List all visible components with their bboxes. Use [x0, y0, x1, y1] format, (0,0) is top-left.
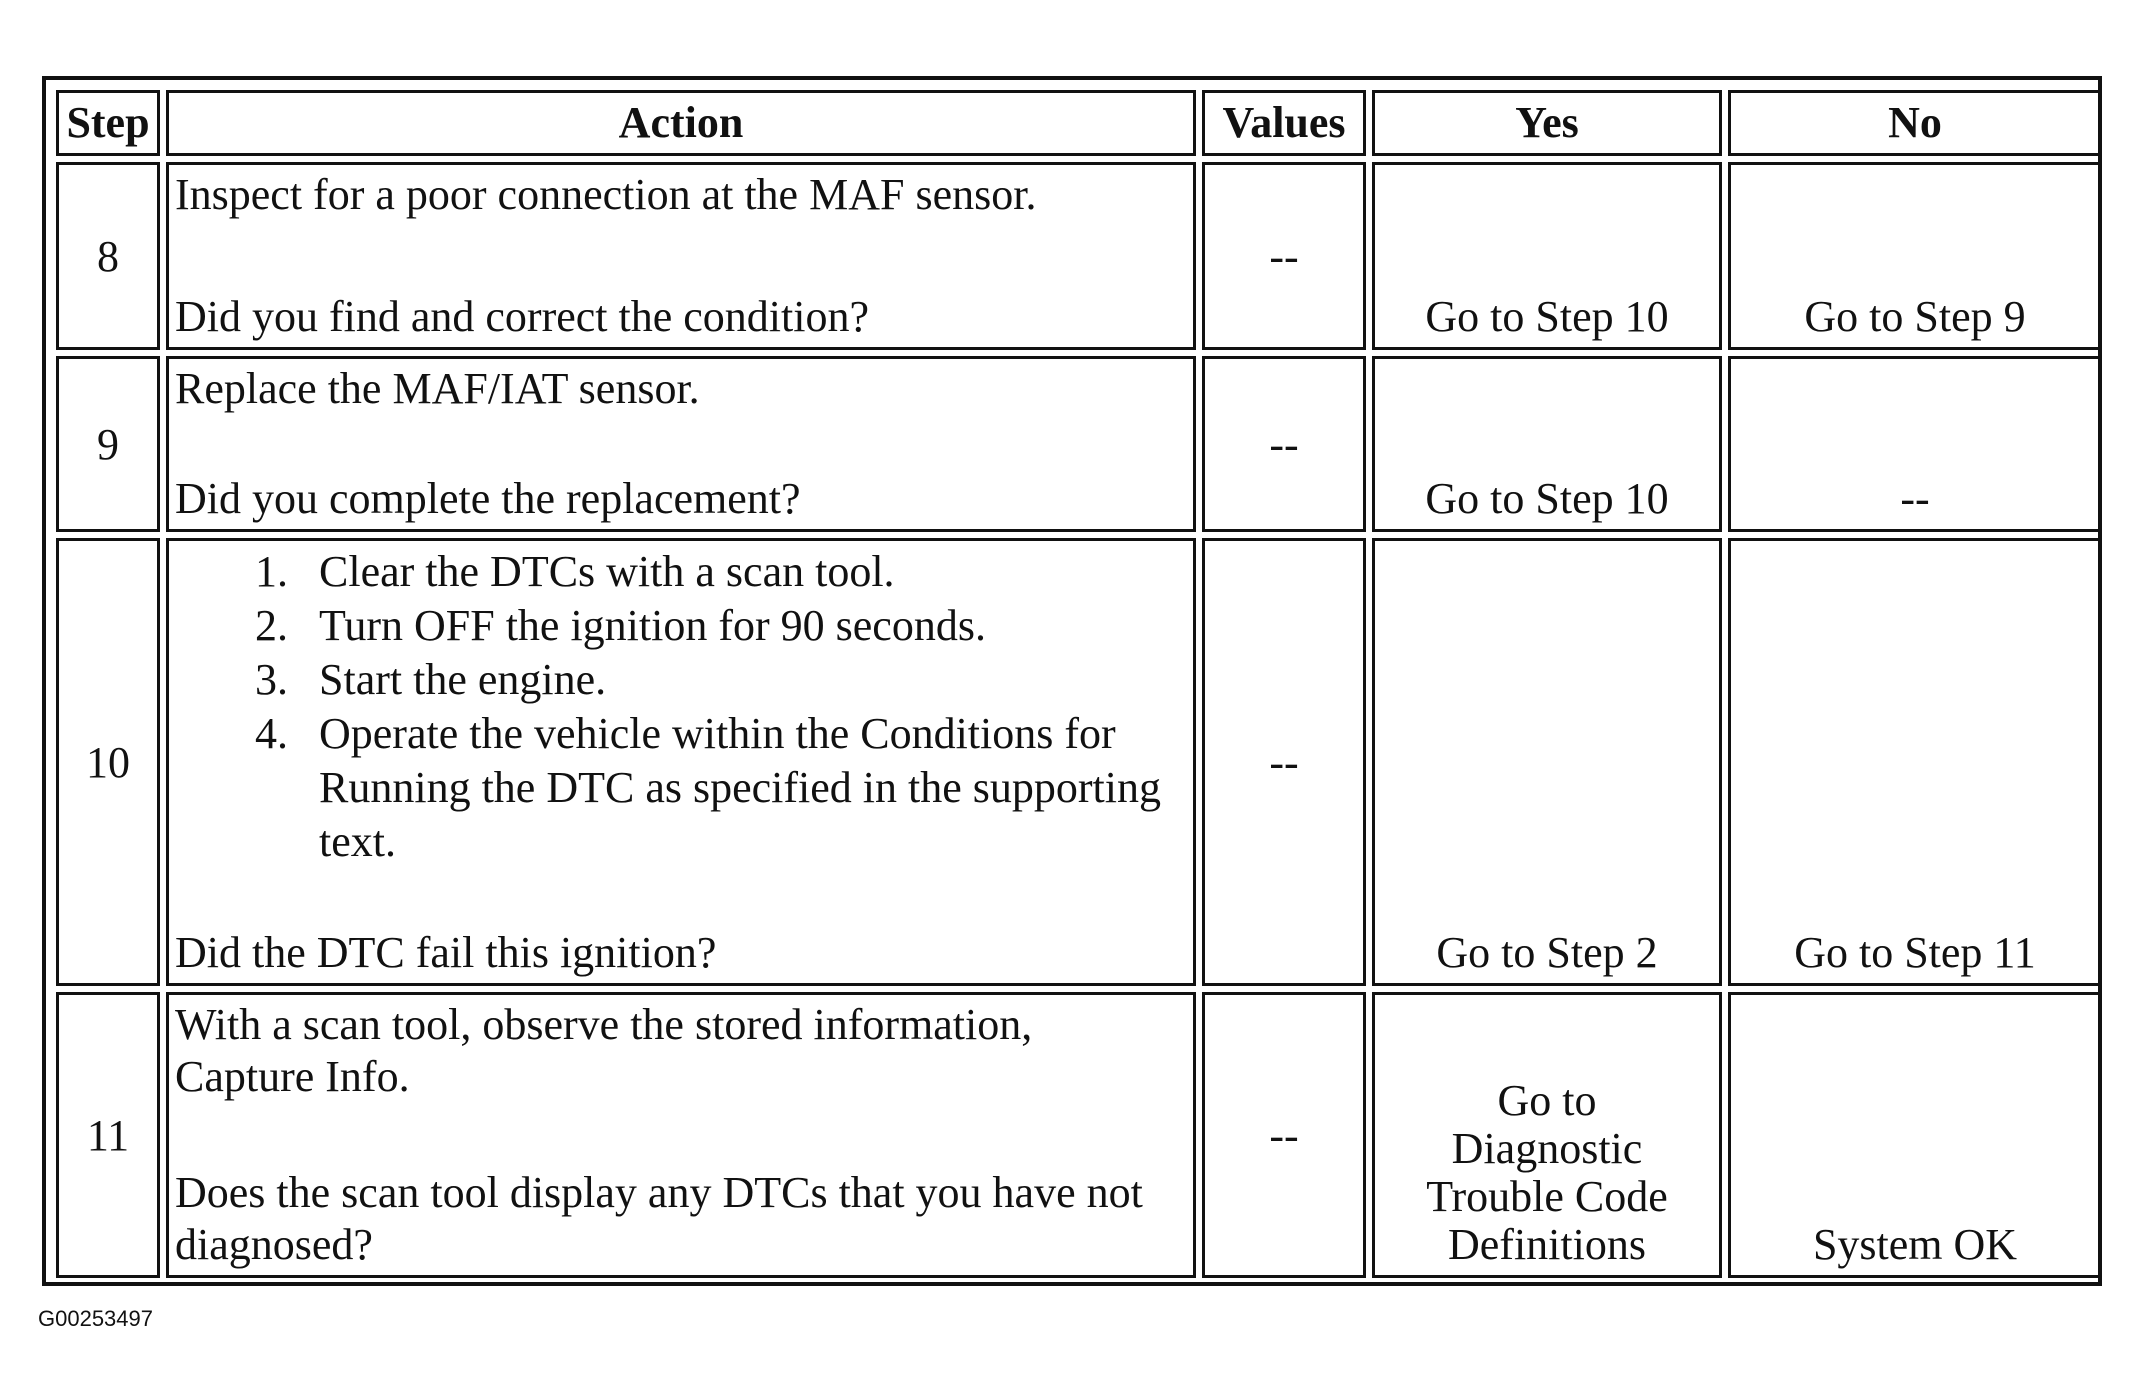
no-cell: -- [1728, 356, 2102, 532]
action-question: Did the DTC fail this ignition? [175, 928, 717, 977]
table-header-row: Step Action Values Yes No [56, 90, 2102, 156]
action-step-list: Clear the DTCs with a scan tool. Turn OF… [175, 545, 1187, 869]
values-cell: -- [1202, 538, 1366, 986]
header-values: Values [1202, 90, 1366, 156]
diagnostic-table-frame: Step Action Values Yes No 8 Inspect for … [42, 76, 2102, 1286]
values-cell: -- [1202, 162, 1366, 350]
table-row: 8 Inspect for a poor connection at the M… [56, 162, 2102, 350]
header-yes: Yes [1372, 90, 1722, 156]
yes-cell: Go to Step 10 [1372, 162, 1722, 350]
action-question: Did you find and correct the condition? [175, 292, 870, 341]
no-cell: Go to Step 11 [1728, 538, 2102, 986]
yes-cell: Go to Step 2 [1372, 538, 1722, 986]
step-number: 10 [56, 538, 160, 986]
action-text: Replace the MAF/IAT sensor. [175, 364, 700, 413]
yes-cell: Go to Diagnostic Trouble Code Definition… [1372, 992, 1722, 1278]
no-cell: Go to Step 9 [1728, 162, 2102, 350]
action-cell: Inspect for a poor connection at the MAF… [166, 162, 1196, 350]
values-cell: -- [1202, 356, 1366, 532]
action-question: Does the scan tool display any DTCs that… [175, 1168, 1143, 1269]
action-text: Inspect for a poor connection at the MAF… [175, 170, 1037, 219]
values-cell: -- [1202, 992, 1366, 1278]
action-question: Did you complete the replacement? [175, 474, 801, 523]
list-item: Turn OFF the ignition for 90 seconds. [299, 599, 1187, 653]
figure-id: G00253497 [38, 1306, 153, 1331]
action-text: With a scan tool, observe the stored inf… [175, 1000, 1033, 1101]
step-number: 11 [56, 992, 160, 1278]
action-cell: Replace the MAF/IAT sensor. Did you comp… [166, 356, 1196, 532]
header-action: Action [166, 90, 1196, 156]
yes-cell: Go to Step 10 [1372, 356, 1722, 532]
action-cell: Clear the DTCs with a scan tool. Turn OF… [166, 538, 1196, 986]
list-item: Operate the vehicle within the Condition… [299, 707, 1187, 869]
step-number: 9 [56, 356, 160, 532]
list-item: Clear the DTCs with a scan tool. [299, 545, 1187, 599]
step-number: 8 [56, 162, 160, 350]
diagnostic-table: Step Action Values Yes No 8 Inspect for … [50, 84, 2108, 1284]
table-row: 10 Clear the DTCs with a scan tool. Turn… [56, 538, 2102, 986]
action-cell: With a scan tool, observe the stored inf… [166, 992, 1196, 1278]
header-step: Step [56, 90, 160, 156]
header-no: No [1728, 90, 2102, 156]
list-item: Start the engine. [299, 653, 1187, 707]
table-row: 9 Replace the MAF/IAT sensor. Did you co… [56, 356, 2102, 532]
table-row: 11 With a scan tool, observe the stored … [56, 992, 2102, 1278]
no-cell: System OK [1728, 992, 2102, 1278]
